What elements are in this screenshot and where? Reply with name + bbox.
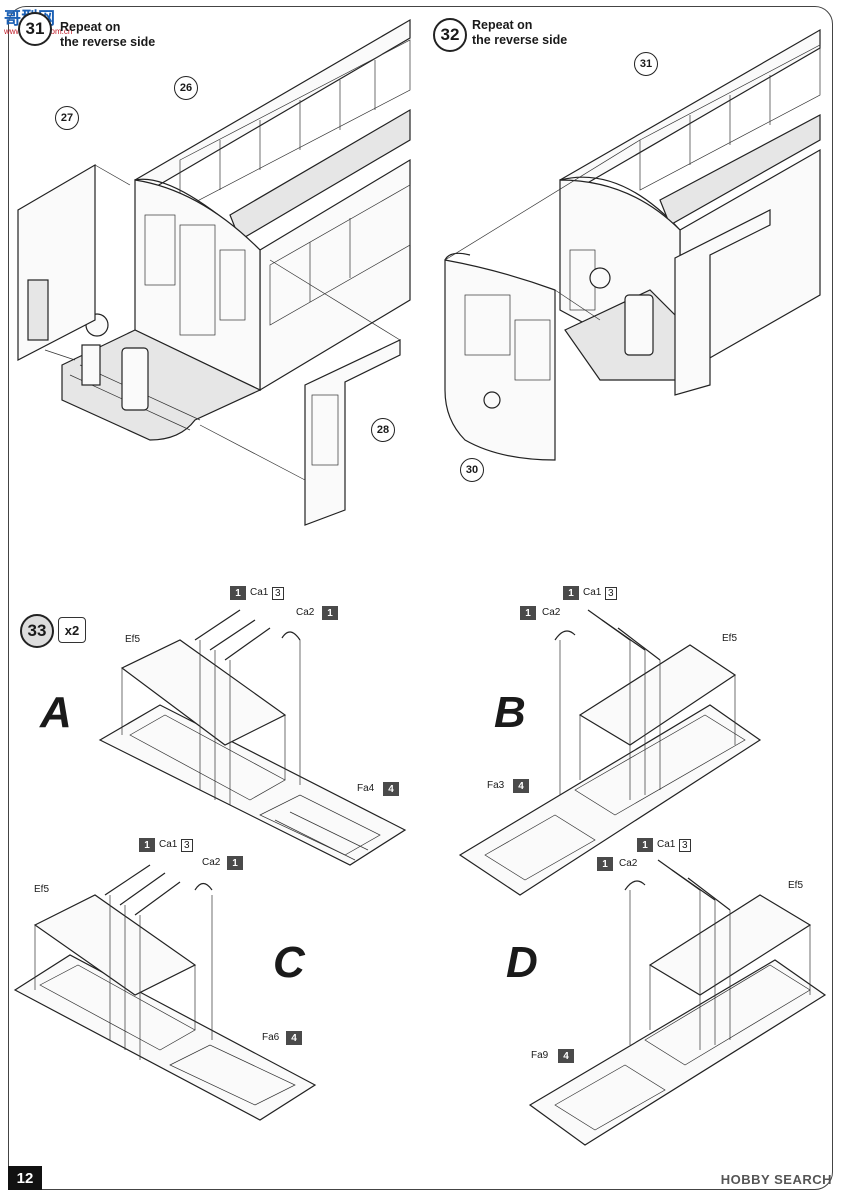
variant-c-ca2-label: Ca2 — [202, 857, 221, 868]
variant-a-base-label: Fa4 — [357, 783, 375, 794]
variant-d-ca1-sprue: 1 — [637, 838, 653, 852]
variant-d-letter: D — [506, 938, 538, 987]
part-28-callout: 28 — [371, 418, 395, 442]
variant-c-ca1-sprue: 1 — [139, 838, 155, 852]
part-26-callout: 26 — [174, 76, 198, 100]
variant-b-base-label: Fa3 — [487, 780, 505, 791]
variant-c-ca2-sprue: 1 — [227, 856, 243, 870]
variant-b-letter: B — [494, 688, 526, 737]
part-30-callout: 30 — [460, 458, 484, 482]
variant-b-ca1-qty: 3 — [605, 587, 617, 600]
variant-d-drawing — [528, 859, 827, 1146]
page-number: 12 — [8, 1166, 42, 1190]
step-32-number: 32 — [433, 18, 467, 52]
variant-c-ca1-label: Ca1 — [159, 839, 178, 850]
variant-c-letter: C — [273, 938, 305, 987]
step-33-multiplier: x2 — [58, 617, 86, 643]
variant-b-drawing — [458, 609, 762, 896]
step-32-title: Repeat on the reverse side — [472, 18, 567, 48]
step-32-title-line2: the reverse side — [472, 33, 568, 47]
step-31-title-line2: the reverse side — [60, 35, 156, 49]
variant-a-ca2-sprue: 1 — [322, 606, 338, 620]
footer-brand: HOBBY SEARCH — [720, 1172, 832, 1187]
variant-a-letter: A — [40, 688, 72, 737]
part-31-callout: 31 — [634, 52, 658, 76]
variant-a-ca1-label: Ca1 — [250, 587, 269, 598]
variant-d-ef-label: Ef5 — [788, 880, 804, 891]
variant-c-ef-label: Ef5 — [34, 884, 50, 895]
variant-d-base-label: Fa9 — [531, 1050, 549, 1061]
step-31-title: Repeat on the reverse side — [60, 20, 155, 50]
variant-c-drawing — [13, 864, 317, 1121]
variant-b-ca1-label: Ca1 — [583, 587, 602, 598]
variant-c-ca1-qty: 3 — [181, 839, 193, 852]
step-33-number: 33 — [20, 614, 54, 648]
page-frame — [8, 6, 833, 1190]
step-31-title-line1: Repeat on — [60, 20, 121, 34]
variant-a-ca1-sprue: 1 — [230, 586, 246, 600]
variant-d-base-sprue: 4 — [558, 1049, 574, 1063]
variant-a-ef-label: Ef5 — [125, 634, 141, 645]
variant-c-base-sprue: 4 — [286, 1031, 302, 1045]
step31-drawing — [17, 18, 411, 526]
variant-a-base-sprue: 4 — [383, 782, 399, 796]
variant-d-ca2-label: Ca2 — [619, 858, 638, 869]
variant-a-drawing — [98, 609, 407, 866]
step-32-title-line1: Repeat on — [472, 18, 533, 32]
step32-drawing — [444, 28, 821, 461]
variant-d-ca2-sprue: 1 — [597, 857, 613, 871]
variant-c-base-label: Fa6 — [262, 1032, 280, 1043]
variant-b-base-sprue: 4 — [513, 779, 529, 793]
step-31-number: 31 — [18, 12, 52, 46]
variant-b-ca1-sprue: 1 — [563, 586, 579, 600]
variant-b-ef-label: Ef5 — [722, 633, 738, 644]
variant-d-ca1-label: Ca1 — [657, 839, 676, 850]
variant-a-ca2-label: Ca2 — [296, 607, 315, 618]
variant-a-ca1-qty: 3 — [272, 587, 284, 600]
variant-b-ca2-sprue: 1 — [520, 606, 536, 620]
variant-b-ca2-label: Ca2 — [542, 607, 561, 618]
variant-d-ca1-qty: 3 — [679, 839, 691, 852]
part-27-callout: 27 — [55, 106, 79, 130]
